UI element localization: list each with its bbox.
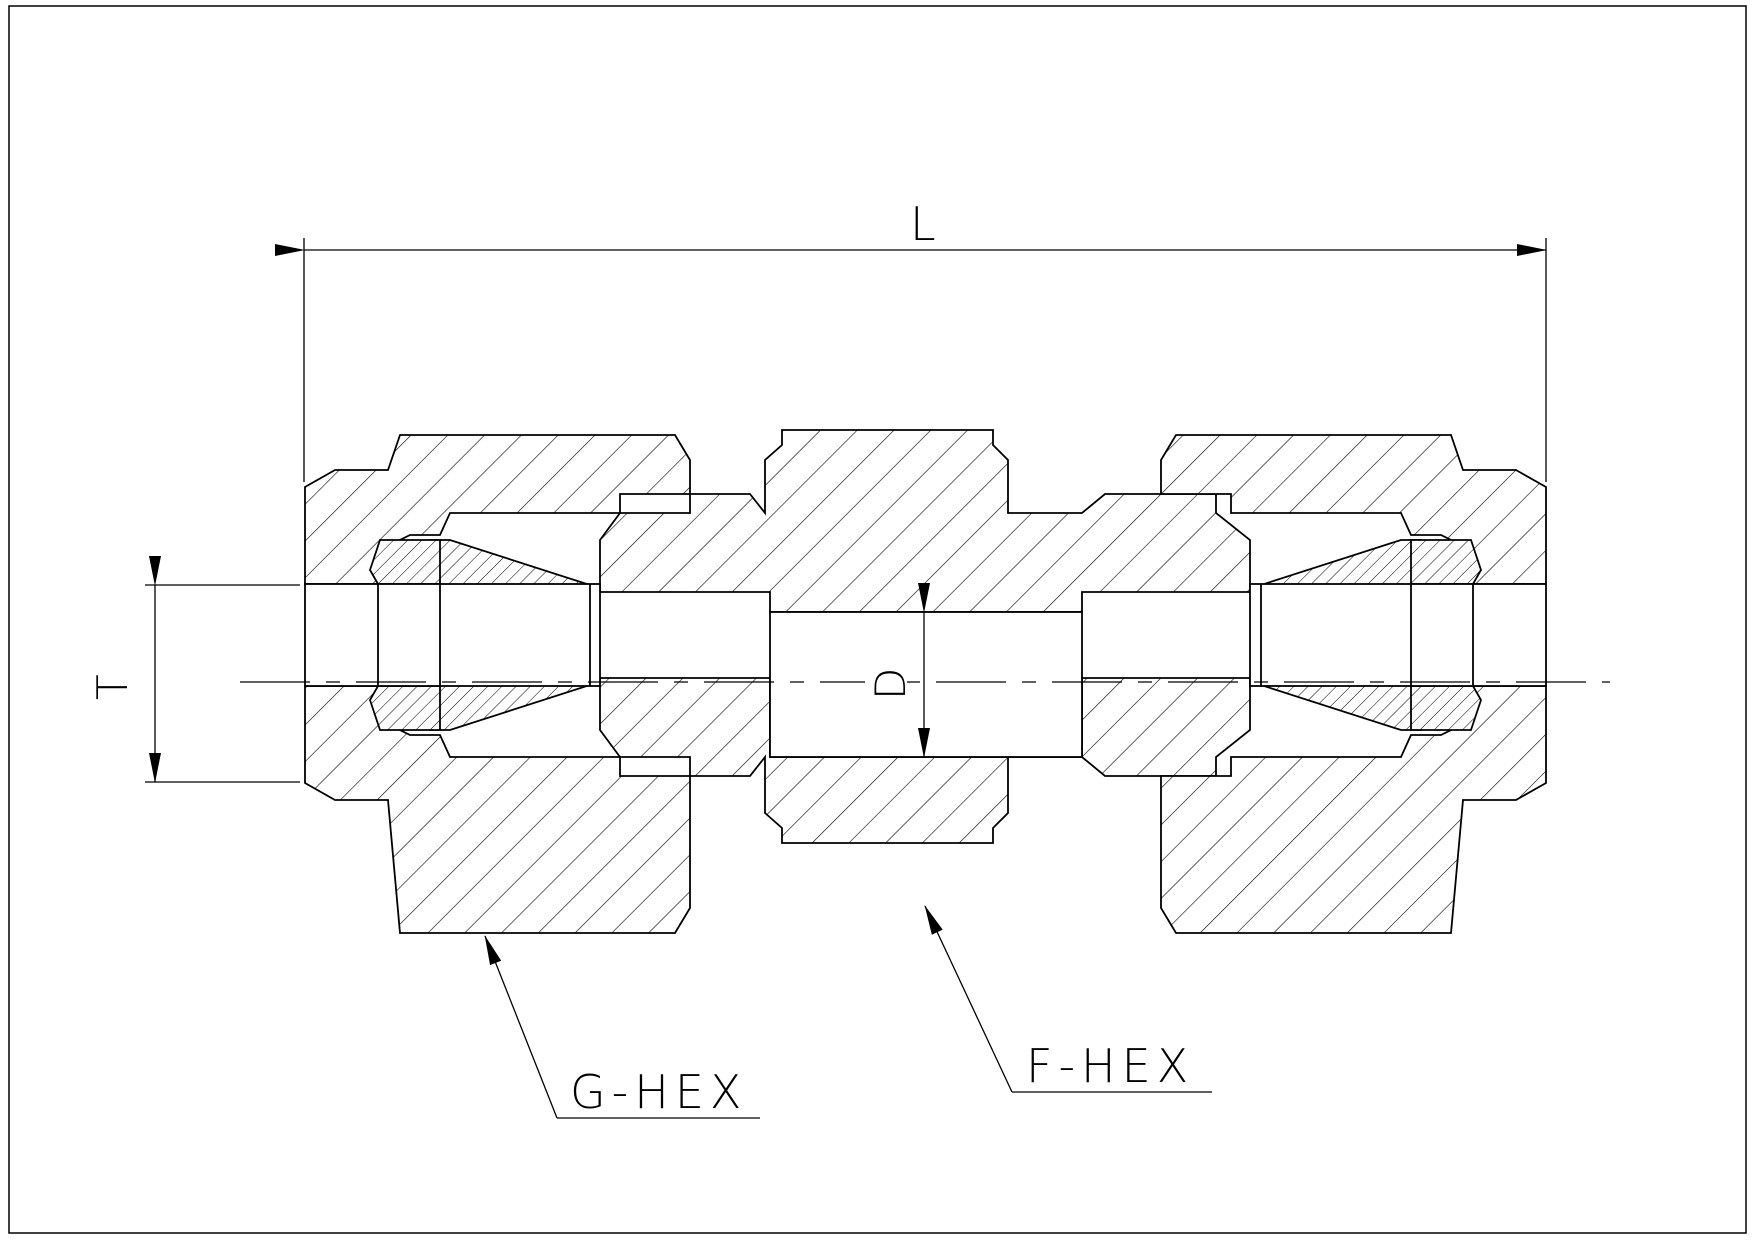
bore-label: D [866, 662, 915, 700]
tube-od-dimension [145, 556, 300, 783]
g-hex-leader [484, 935, 760, 1119]
g-hex-label: G-HEX [570, 1065, 747, 1119]
f-hex-leader [924, 905, 1212, 1093]
length-label: L [910, 197, 942, 251]
body-section [599, 429, 1251, 844]
right-back-ferrule [1410, 539, 1482, 731]
f-hex-label: F-HEX [1026, 1039, 1194, 1093]
tube-bore [304, 583, 1547, 687]
tube-od-label: T [88, 668, 137, 700]
drawing-frame [8, 5, 1747, 1234]
length-dimension [275, 238, 1547, 482]
